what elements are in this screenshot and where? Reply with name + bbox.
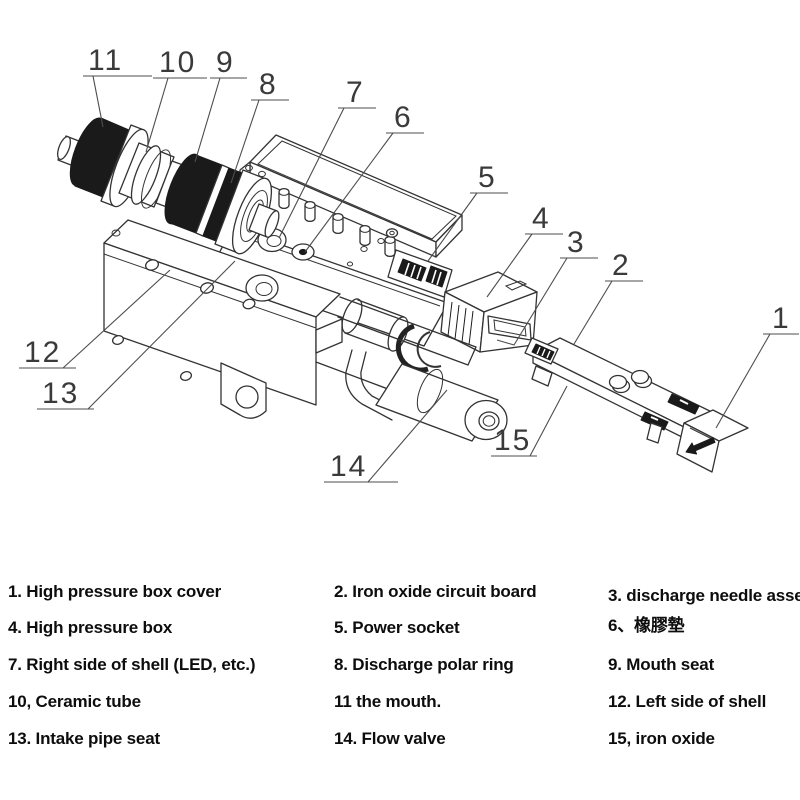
callout-leader-5 — [427, 192, 478, 262]
callout-number-2: 2 — [612, 249, 631, 282]
intake-pipe-seat — [220, 362, 267, 419]
legend-item-12: 12. Left side of shell — [608, 692, 767, 711]
callout-number-15: 15 — [494, 424, 531, 457]
legend-item-9: 9. Mouth seat — [608, 655, 715, 674]
screw-post — [385, 228, 399, 238]
legend-item-5: 5. Power socket — [334, 618, 460, 637]
legend-item-15: 15, iron oxide — [608, 729, 715, 748]
callout-leader-8 — [230, 99, 260, 184]
callout-number-13: 13 — [42, 377, 79, 410]
mid-cylinder — [341, 298, 442, 373]
callout-leader-7 — [278, 107, 345, 239]
callout-number-9: 9 — [216, 46, 235, 79]
callout-number-14: 14 — [330, 450, 367, 483]
callout-leader-6 — [304, 132, 394, 253]
callout-leader-2 — [573, 280, 613, 345]
chassis-lines — [315, 296, 477, 402]
legend-item-8: 8. Discharge polar ring — [334, 655, 514, 674]
legend-item-10: 10, Ceramic tube — [8, 692, 141, 711]
legend-item-7: 7. Right side of shell (LED, etc.) — [8, 655, 256, 674]
power-socket — [387, 249, 453, 298]
callout-leader-10 — [145, 77, 169, 153]
callout-leader-15 — [529, 385, 568, 457]
box-grille — [447, 301, 474, 346]
cap-arrow-icon — [685, 437, 716, 455]
nozzle-assembly — [57, 117, 280, 255]
callout-number-12: 12 — [24, 336, 61, 369]
board-tab — [646, 422, 663, 444]
callout-number-11: 11 — [88, 44, 123, 77]
legend-item-11: 11 the mouth. — [334, 692, 441, 711]
callout-leader-14 — [367, 389, 448, 483]
discharge-polar-ring — [214, 169, 273, 255]
callout-leader-4 — [486, 233, 533, 298]
callout-leader-11 — [92, 75, 104, 128]
board-connector — [524, 337, 559, 365]
circuit-board — [524, 337, 719, 444]
callout-leader-13 — [87, 260, 236, 410]
callout-leader-9 — [194, 77, 221, 163]
callout-number-6: 6 — [394, 101, 413, 134]
callout-number-4: 4 — [532, 202, 551, 235]
callout-leader-1 — [715, 333, 771, 429]
pipe-bore — [245, 274, 279, 302]
callout-number-7: 7 — [346, 76, 365, 109]
legend-item-1: 1. High pressure box cover — [8, 582, 222, 601]
callout-number-1: 1 — [772, 302, 791, 335]
board-chip — [640, 411, 669, 431]
legend-item-14: 14. Flow valve — [334, 729, 446, 748]
end-cap — [676, 409, 749, 473]
legend-item-4: 4. High pressure box — [8, 618, 173, 637]
callout-number-3: 3 — [567, 226, 586, 259]
callout-number-8: 8 — [259, 68, 278, 101]
legend-item-13: 13. Intake pipe seat — [8, 729, 160, 748]
iron-oxide-strip — [531, 365, 553, 387]
mouth-seat-band — [164, 153, 243, 242]
legend-item-6: 6、橡膠墊 — [608, 616, 685, 635]
callout-number-10: 10 — [159, 46, 196, 79]
legend-item-3: 3. discharge needle assembly — [608, 586, 800, 605]
left-shell — [103, 219, 343, 419]
callout-leader-3 — [496, 257, 568, 346]
legend-item-2: 2. Iron oxide circuit board — [334, 582, 537, 601]
board-chip — [667, 393, 700, 415]
callout-leader-12 — [62, 269, 171, 369]
shell-step-tab — [315, 318, 343, 354]
callout-number-5: 5 — [478, 161, 497, 194]
flow-valve — [345, 349, 508, 442]
